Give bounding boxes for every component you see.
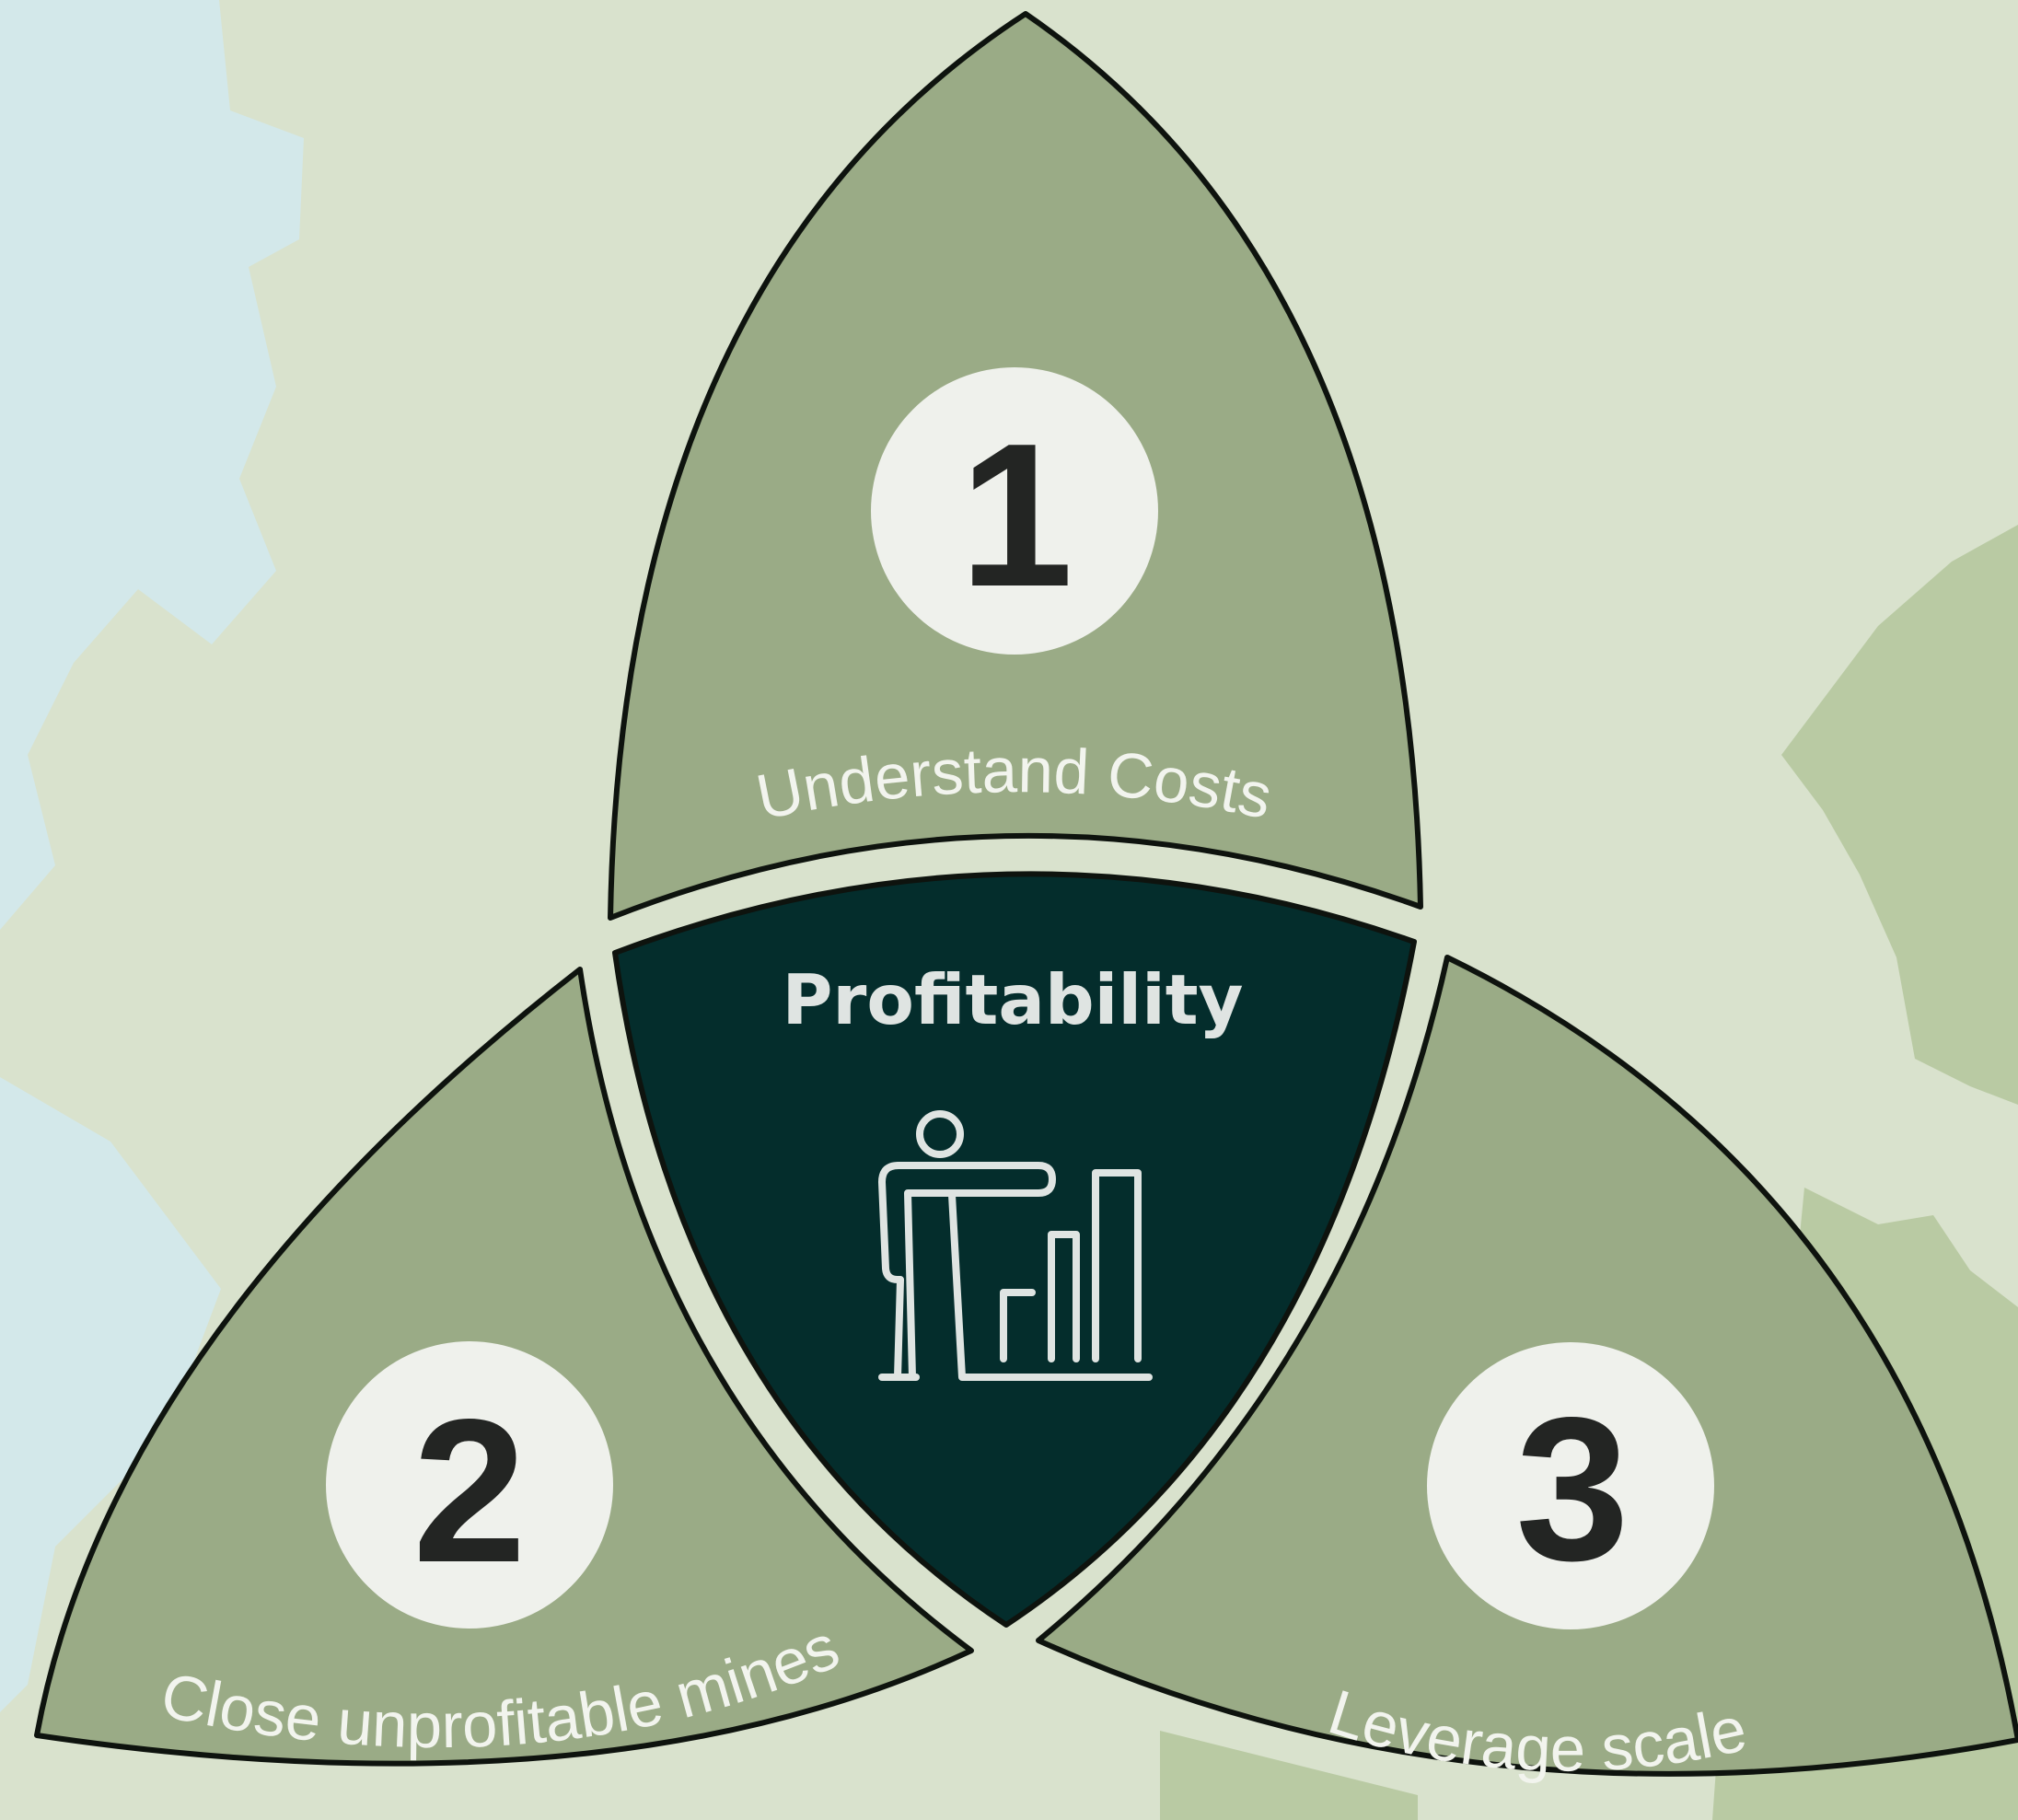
map-water-inlet bbox=[18, 212, 74, 304]
presentation-chart-icon bbox=[878, 1110, 1153, 1381]
number-2: 2 bbox=[412, 1377, 526, 1606]
number-badge-3: 3 bbox=[1427, 1342, 1714, 1629]
center-title: Profitability bbox=[782, 959, 1243, 1040]
map-water bbox=[0, 0, 304, 930]
number-3: 3 bbox=[1515, 1375, 1629, 1604]
map-land-highlight bbox=[1781, 525, 2018, 1105]
number-badge-1: 1 bbox=[871, 367, 1158, 655]
number-badge-2: 2 bbox=[326, 1341, 613, 1629]
number-1: 1 bbox=[959, 401, 1073, 630]
map-water-lower bbox=[0, 1077, 221, 1712]
map-land-bottom bbox=[1160, 1731, 1418, 1820]
center-profitability bbox=[612, 871, 1417, 1628]
